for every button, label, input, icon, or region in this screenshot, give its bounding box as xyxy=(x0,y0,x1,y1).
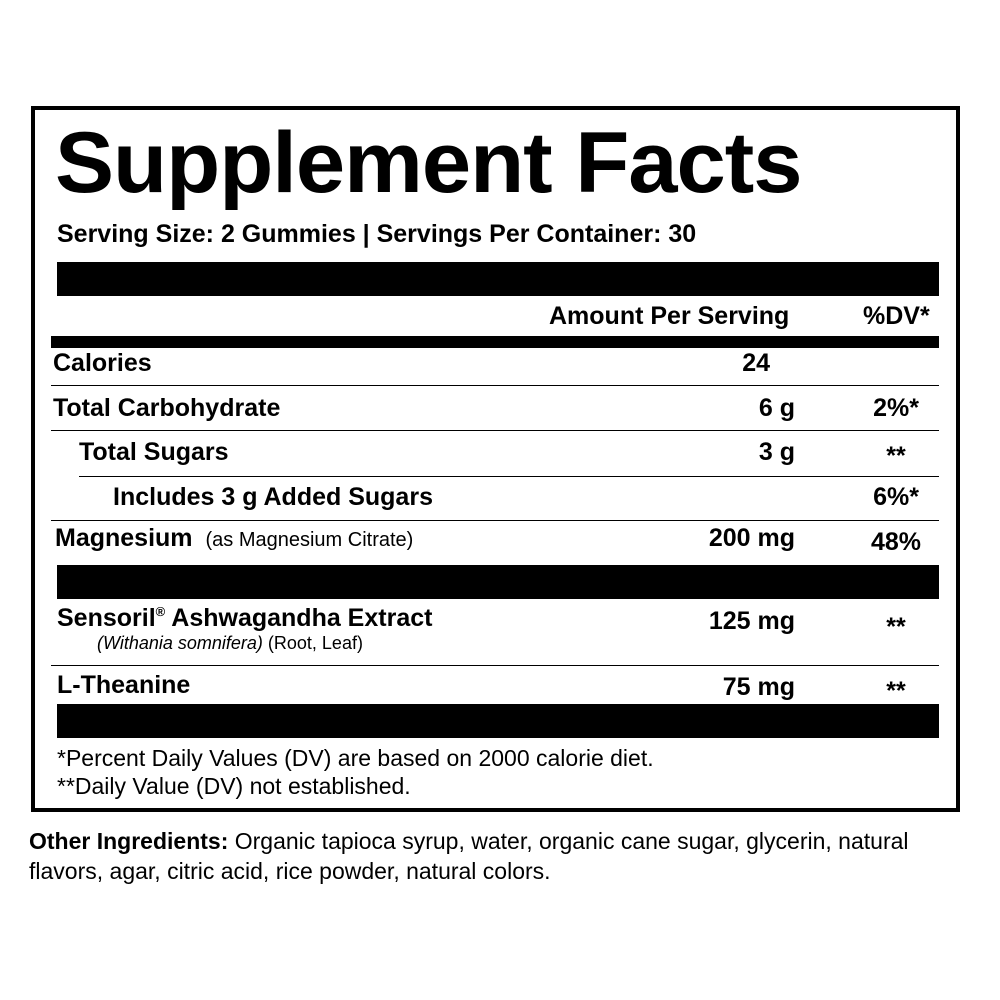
header-percent-dv: %DV* xyxy=(863,302,930,330)
ashwagandha-latin-name: (Withania somnifera) xyxy=(97,633,263,653)
row-total-sugars-dv: ** xyxy=(886,442,906,470)
row-ashwagandha-dv: ** xyxy=(886,613,906,641)
row-divider xyxy=(51,385,939,386)
row-magnesium-dv: 48% xyxy=(870,528,922,556)
row-total-carbohydrate-label: Total Carbohydrate xyxy=(53,394,281,422)
row-calories-amount: 24 xyxy=(742,349,770,377)
row-ashwagandha-label: Sensoril® Ashwagandha Extract xyxy=(57,605,432,631)
thick-divider-middle xyxy=(57,565,939,599)
row-l-theanine-label: L-Theanine xyxy=(57,671,191,699)
row-ashwagandha-amount: 125 mg xyxy=(708,607,795,635)
row-added-sugars-dv: 6%* xyxy=(873,483,919,511)
row-total-sugars-amount: 3 g xyxy=(758,438,795,466)
other-ingredients-text: Organic tapioca syrup, water, organic ca… xyxy=(29,828,909,884)
other-ingredients-label: Other Ingredients: xyxy=(29,828,229,854)
row-divider xyxy=(51,430,939,431)
row-ashwagandha-sub: (Withania somnifera) (Root, Leaf) xyxy=(97,634,363,652)
supplement-facts-panel: Supplement Facts Serving Size: 2 Gummies… xyxy=(31,106,960,812)
row-total-sugars-label: Total Sugars xyxy=(79,438,229,466)
ashwagandha-name-rest: Ashwagandha Extract xyxy=(165,604,433,632)
row-divider xyxy=(79,476,939,477)
row-added-sugars-label: Includes 3 g Added Sugars xyxy=(113,483,433,511)
row-divider xyxy=(51,520,939,521)
row-calories-label: Calories xyxy=(53,349,152,377)
serving-info: Serving Size: 2 Gummies | Servings Per C… xyxy=(57,220,697,248)
thick-divider-top xyxy=(57,262,939,296)
row-divider xyxy=(51,665,939,666)
footnote-dv-not-established: **Daily Value (DV) not established. xyxy=(57,773,411,799)
row-l-theanine-dv: ** xyxy=(886,677,906,705)
registered-mark: ® xyxy=(155,604,166,619)
row-total-carbohydrate-dv: 2%* xyxy=(873,394,919,422)
magnesium-source-note: (as Magnesium Citrate) xyxy=(205,529,414,551)
row-magnesium-label: Magnesium (as Magnesium Citrate) xyxy=(55,526,413,551)
row-total-carbohydrate-amount: 6 g xyxy=(758,394,795,422)
thick-divider-bottom xyxy=(57,704,939,738)
footnote-percent-dv: *Percent Daily Values (DV) are based on … xyxy=(57,745,654,771)
magnesium-name: Magnesium xyxy=(55,524,193,552)
panel-title: Supplement Facts xyxy=(55,115,802,211)
ashwagandha-parts: (Root, Leaf) xyxy=(262,633,363,653)
row-l-theanine-amount: 75 mg xyxy=(722,673,795,701)
header-amount-per-serving: Amount Per Serving xyxy=(549,302,790,330)
ashwagandha-brand: Sensoril xyxy=(57,604,156,632)
thick-divider-header xyxy=(51,336,939,348)
row-magnesium-amount: 200 mg xyxy=(708,524,795,552)
other-ingredients: Other Ingredients: Organic tapioca syrup… xyxy=(29,826,969,886)
